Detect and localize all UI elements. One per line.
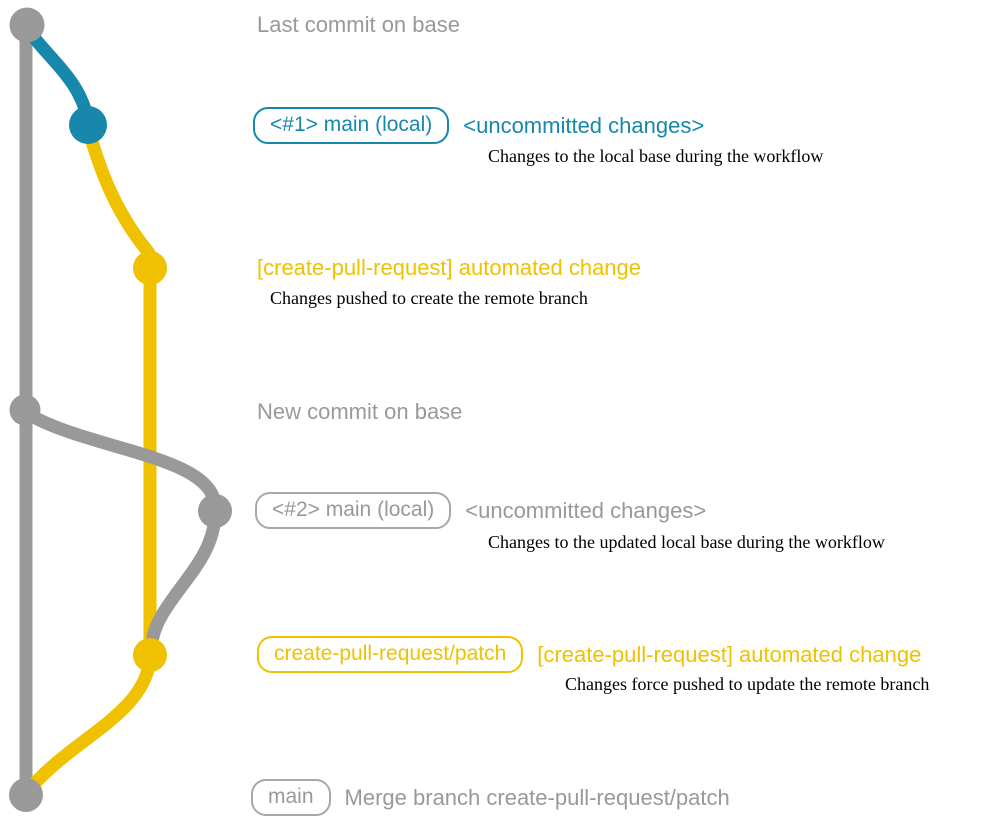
commit-node-pr-2 bbox=[133, 638, 167, 672]
local-branch-2-out-line bbox=[18, 405, 222, 514]
push2-row: create-pull-request/patch [create-pull-r… bbox=[257, 636, 922, 674]
commit-node-base-last bbox=[9, 7, 45, 43]
commit-node-local-2 bbox=[198, 494, 232, 528]
pr-branch-top-line bbox=[81, 121, 156, 260]
merge-row: main Merge branch create-pull-request/pa… bbox=[251, 779, 730, 817]
branch2-note: Changes to the updated local base during… bbox=[488, 532, 885, 552]
branch1-note: Changes to the local base during the wor… bbox=[488, 146, 824, 166]
commit-node-local-1 bbox=[69, 106, 107, 144]
pr-merge-line bbox=[21, 653, 157, 798]
branch2-status: <uncommitted changes> bbox=[465, 497, 707, 523]
git-graph bbox=[9, 7, 232, 812]
branch2-row: <#2> main (local) <uncommitted changes> bbox=[255, 492, 707, 530]
push1-note: Changes pushed to create the remote bran… bbox=[270, 288, 588, 308]
branch1-status: <uncommitted changes> bbox=[463, 112, 705, 138]
commit-node-base-new bbox=[9, 394, 41, 426]
push2-title: [create-pull-request] automated change bbox=[537, 641, 922, 667]
patch-branch-pill: create-pull-request/patch bbox=[257, 636, 524, 674]
commit-node-pr-1 bbox=[133, 251, 167, 285]
new-commit-heading: New commit on base bbox=[257, 399, 463, 424]
last-commit-heading: Last commit on base bbox=[257, 12, 460, 37]
merge-main-pill: main bbox=[251, 779, 331, 817]
branch2-pill: <#2> main (local) bbox=[255, 492, 452, 530]
branch1-pill: <#1> main (local) bbox=[253, 107, 450, 145]
commit-node-merge bbox=[9, 778, 43, 812]
local-branch-2-return-line bbox=[144, 507, 222, 657]
local-branch-1-line bbox=[20, 21, 95, 128]
branch1-row: <#1> main (local) <uncommitted changes> bbox=[253, 107, 705, 145]
push1-title: [create-pull-request] automated change bbox=[257, 255, 642, 280]
push2-note: Changes force pushed to update the remot… bbox=[565, 674, 930, 694]
merge-title: Merge branch create-pull-request/patch bbox=[344, 784, 730, 810]
